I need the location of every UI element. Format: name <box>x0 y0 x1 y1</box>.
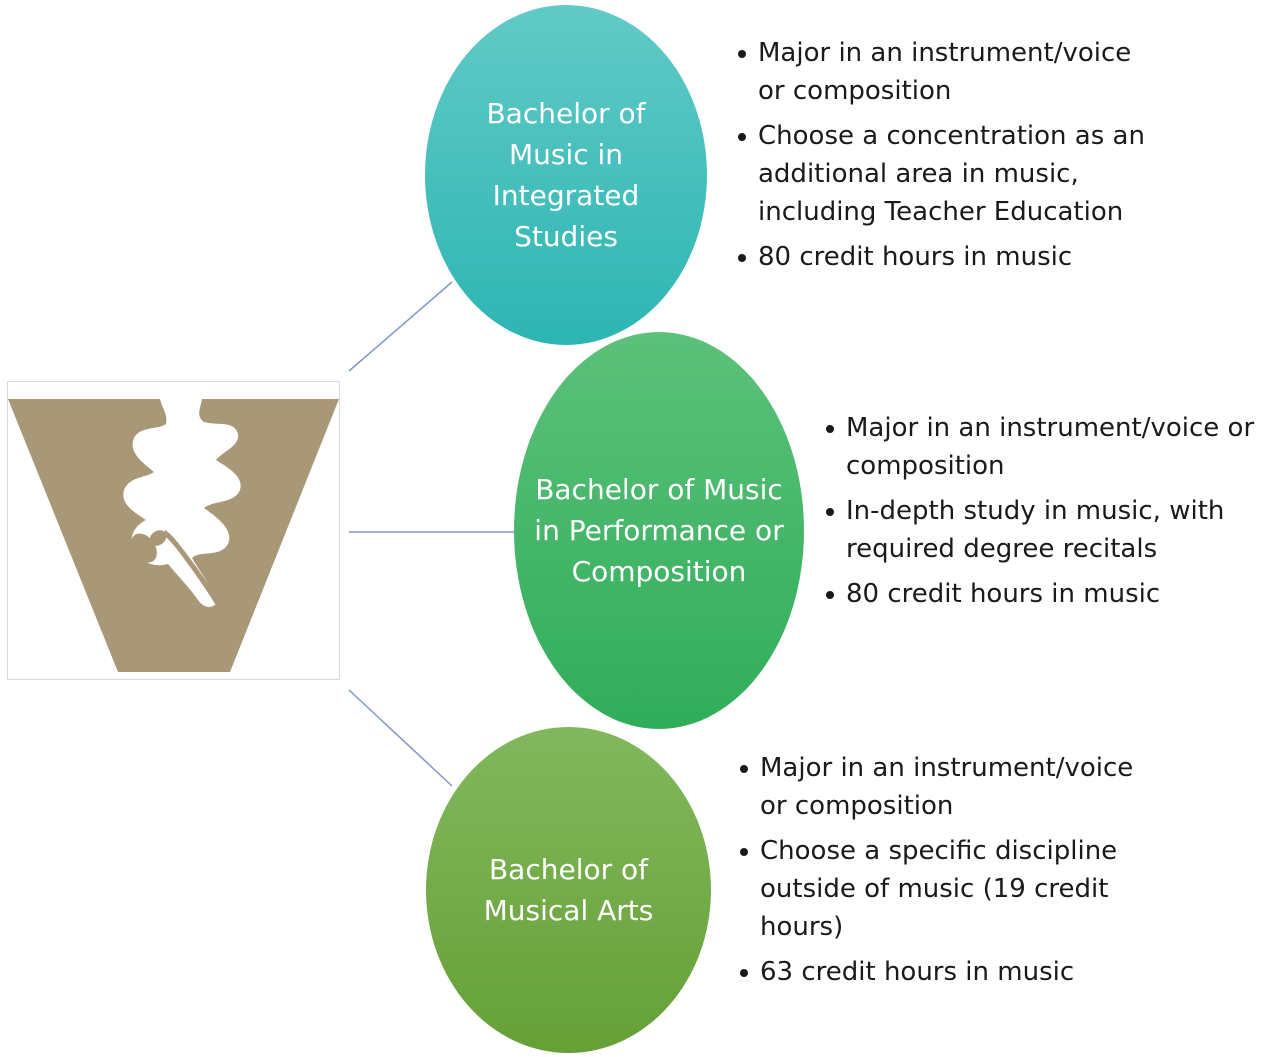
university-logo <box>7 381 340 680</box>
degree-oval-performance-composition: Bachelor of Music in Performance or Comp… <box>514 332 804 729</box>
detail-bullet: 63 credit hours in music <box>738 953 1158 991</box>
detail-bullet: Major in an instrument/voice or composit… <box>824 409 1260 485</box>
degree-title: Bachelor of Music in Performance or Comp… <box>534 473 784 588</box>
degree-details-integrated-studies: Major in an instrument/voice or composit… <box>736 34 1156 283</box>
detail-bullet: Choose a concentration as an additional … <box>736 117 1156 231</box>
vanderbilt-oak-leaf-v-logo <box>8 399 339 672</box>
detail-bullet: 80 credit hours in music <box>736 238 1156 276</box>
degree-details-performance-composition: Major in an instrument/voice or composit… <box>824 409 1260 620</box>
connector-line-3 <box>348 689 453 787</box>
degree-details-musical-arts: Major in an instrument/voice or composit… <box>738 749 1158 998</box>
degree-oval-integrated-studies: Bachelor of Music in Integrated Studies <box>425 5 707 345</box>
connector-line-1 <box>348 281 453 372</box>
detail-bullet: Major in an instrument/voice or composit… <box>738 749 1158 825</box>
degree-title: Bachelor of Music in Integrated Studies <box>486 97 646 253</box>
detail-bullet: 80 credit hours in music <box>824 575 1260 613</box>
detail-bullet: Major in an instrument/voice or composit… <box>736 34 1156 110</box>
detail-bullet: Choose a specific discipline outside of … <box>738 832 1158 946</box>
detail-bullet: In-depth study in music, with required d… <box>824 492 1260 568</box>
degree-oval-musical-arts: Bachelor of Musical Arts <box>426 727 711 1053</box>
degree-title: Bachelor of Musical Arts <box>483 853 654 927</box>
